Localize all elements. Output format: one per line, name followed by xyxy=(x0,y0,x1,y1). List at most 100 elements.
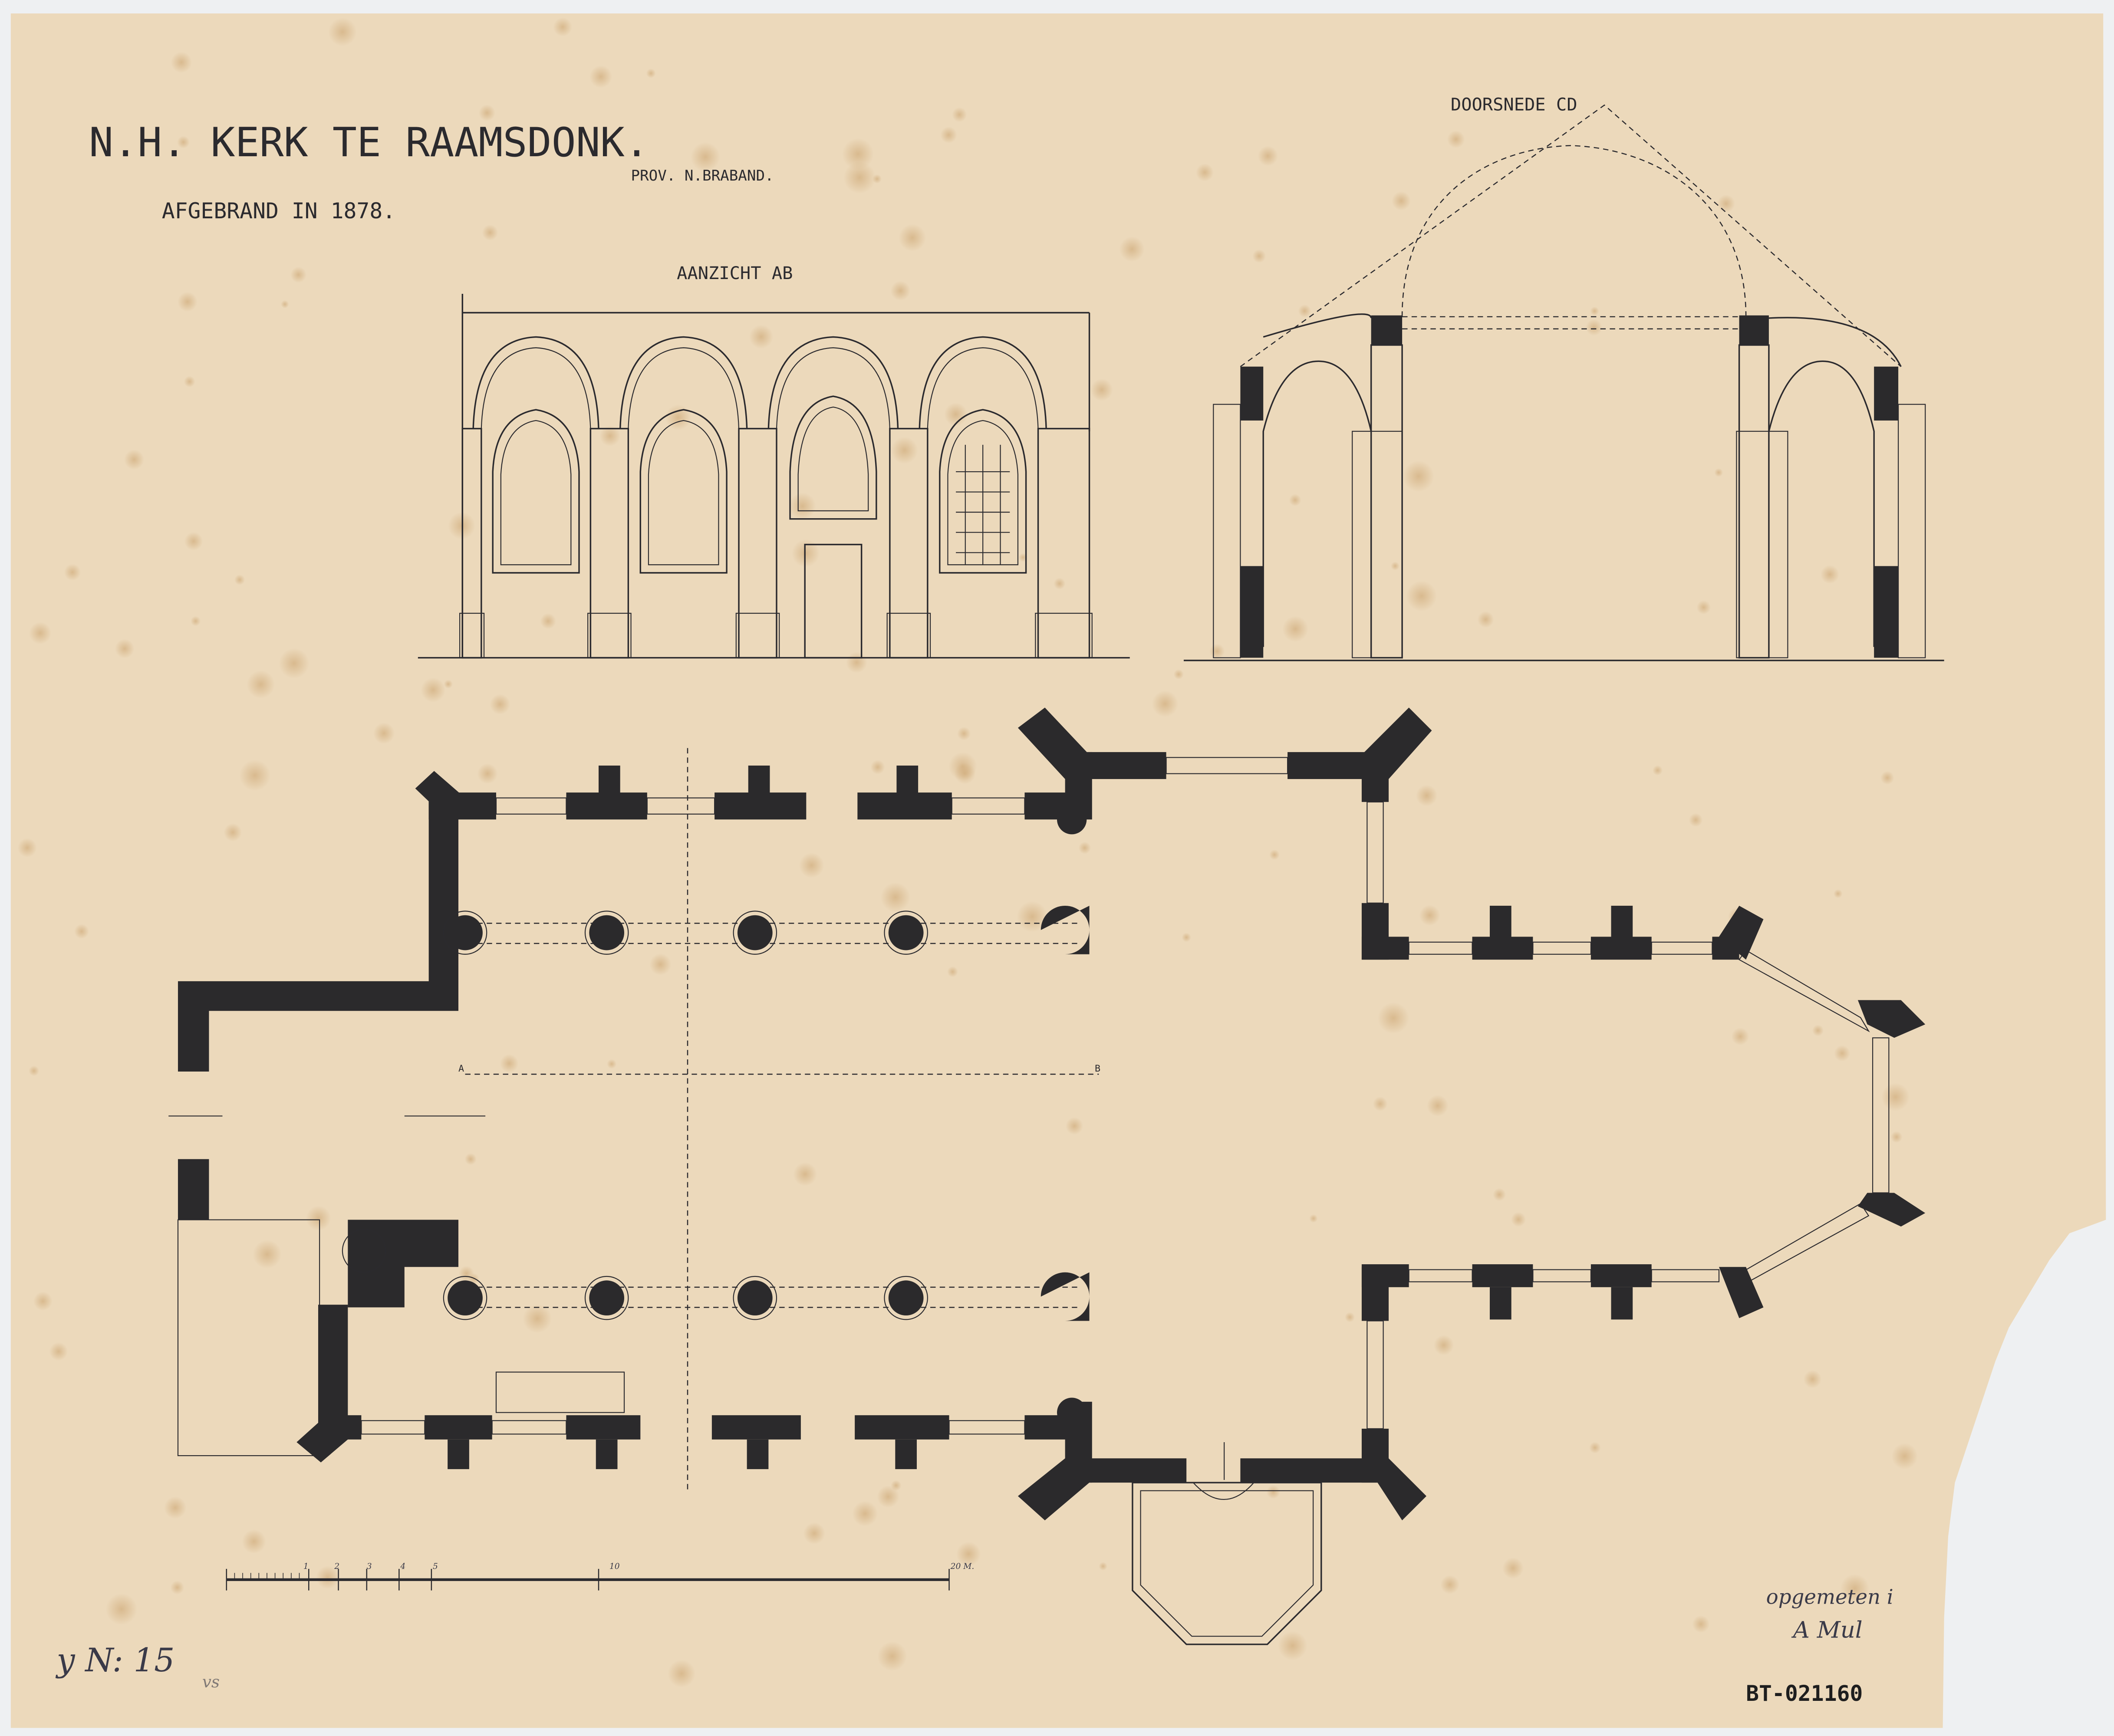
section-mark-a: A xyxy=(458,1063,464,1074)
foxing-spot xyxy=(464,1153,477,1165)
foxing-stains xyxy=(17,17,1918,1688)
foxing-spot xyxy=(1390,562,1400,571)
foxing-spot xyxy=(1391,191,1411,210)
surveyed-note: opgemeten i xyxy=(1766,1585,1893,1609)
foxing-spot xyxy=(940,126,957,144)
foxing-spot xyxy=(184,376,195,388)
foxing-spot xyxy=(164,1496,187,1519)
foxing-spot xyxy=(1840,1574,1870,1603)
foxing-spot xyxy=(1090,378,1113,401)
window xyxy=(639,409,728,574)
window xyxy=(789,395,877,520)
foxing-spot xyxy=(29,1065,40,1076)
foxing-spot xyxy=(234,574,245,585)
foxing-spot xyxy=(64,564,81,581)
elevation-ab: AANZICHT AB xyxy=(418,263,1130,659)
foxing-spot xyxy=(1689,813,1703,827)
foxing-spot xyxy=(1289,494,1301,506)
archive-stamp: BT-021160 xyxy=(1746,1681,1863,1706)
foxing-spot xyxy=(316,1565,339,1589)
foxing-spot xyxy=(1880,771,1894,785)
foxing-spot xyxy=(890,281,911,301)
foxing-spot xyxy=(1717,194,1735,213)
foxing-spot xyxy=(1881,1083,1910,1111)
foxing-spot xyxy=(899,224,926,252)
foxing-spot xyxy=(1447,130,1465,148)
scale-tick-2: 2 xyxy=(334,1562,339,1571)
column xyxy=(448,1280,483,1316)
foxing-spot xyxy=(1252,249,1266,263)
foxing-spot xyxy=(877,1641,907,1671)
foxing-spot xyxy=(1731,1027,1749,1046)
scale-tick-20: 20 M. xyxy=(950,1562,975,1571)
foxing-spot xyxy=(1017,901,1048,932)
foxing-spot xyxy=(599,425,621,447)
foxing-spot xyxy=(791,539,820,567)
foxing-spot xyxy=(29,622,52,644)
foxing-spot xyxy=(1195,163,1214,181)
column xyxy=(448,915,483,950)
foxing-spot xyxy=(1182,932,1191,942)
foxing-spot xyxy=(247,670,275,699)
foxing-spot xyxy=(490,694,510,715)
foxing-spot xyxy=(1427,1095,1449,1117)
foxing-spot xyxy=(646,68,656,78)
crossing-pier xyxy=(1041,1272,1090,1321)
foxing-spot xyxy=(1309,1214,1318,1223)
foxing-spot xyxy=(1377,1002,1409,1034)
foxing-spot xyxy=(1477,611,1494,628)
foxing-spot xyxy=(803,1522,826,1545)
foxing-spot xyxy=(458,1266,474,1282)
foxing-spot xyxy=(33,1292,53,1311)
foxing-spot xyxy=(789,493,816,520)
floor-plan: A B xyxy=(168,707,1926,1645)
foxing-spot xyxy=(1209,644,1225,659)
foxing-spot xyxy=(944,402,968,426)
foxing-spot xyxy=(74,924,89,939)
foxing-spot xyxy=(421,677,446,703)
foxing-spot xyxy=(842,138,874,170)
foxing-spot xyxy=(870,760,885,775)
column xyxy=(737,1280,773,1316)
elevation-label: AANZICHT AB xyxy=(677,263,793,283)
foxing-spot xyxy=(1511,1212,1526,1227)
window xyxy=(492,409,580,574)
foxing-spot xyxy=(1714,468,1723,477)
foxing-spot xyxy=(957,727,971,740)
pier-base xyxy=(459,612,485,658)
column xyxy=(589,1280,625,1316)
arch xyxy=(919,336,1047,429)
foxing-spot xyxy=(1590,306,1599,316)
scale-tick-5: 5 xyxy=(433,1562,438,1571)
foxing-spot xyxy=(1696,600,1711,615)
foxing-spot xyxy=(1258,146,1278,166)
foxing-spot xyxy=(649,953,672,976)
foxing-spot xyxy=(191,616,201,626)
foxing-spot xyxy=(1586,319,1603,336)
foxing-spot xyxy=(280,300,289,309)
scale-tick-1: 1 xyxy=(303,1562,309,1571)
foxing-spot xyxy=(253,1240,282,1269)
foxing-spot xyxy=(1692,1615,1710,1633)
foxing-spot xyxy=(1344,1312,1355,1322)
foxing-spot xyxy=(177,136,190,149)
foxing-spot xyxy=(1278,1631,1307,1660)
foxing-spot xyxy=(1282,616,1309,642)
foxing-spot xyxy=(49,1342,68,1361)
column xyxy=(888,1280,924,1316)
signature: A Mul xyxy=(1791,1617,1863,1643)
foxing-spot xyxy=(553,17,573,37)
pier-base xyxy=(735,612,780,658)
foxing-spot xyxy=(184,532,203,551)
foxing-spot xyxy=(1820,565,1840,584)
foxing-spot xyxy=(890,1480,902,1491)
foxing-spot xyxy=(954,763,976,784)
arch xyxy=(767,336,899,429)
burned-date-label: AFGEBRAND IN 1878. xyxy=(162,198,395,224)
paper xyxy=(10,13,2106,1728)
section-cd: DOORSNEDE CD xyxy=(1183,95,1944,661)
foxing-spot xyxy=(589,65,612,88)
foxing-spot xyxy=(665,404,691,431)
foxing-spot xyxy=(239,760,271,791)
